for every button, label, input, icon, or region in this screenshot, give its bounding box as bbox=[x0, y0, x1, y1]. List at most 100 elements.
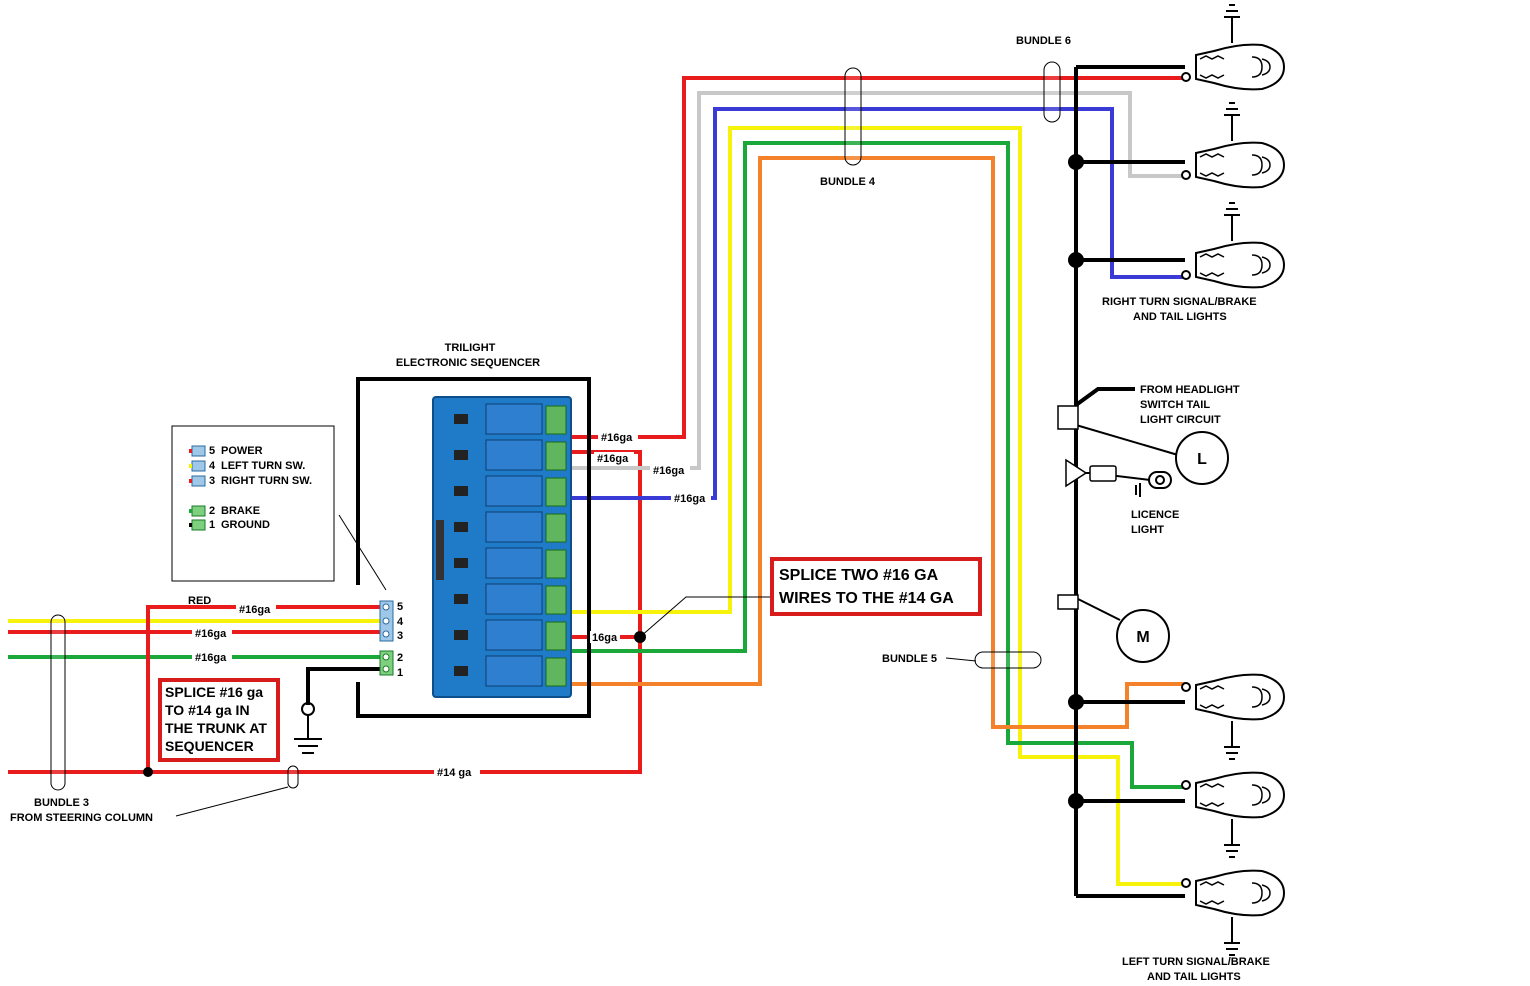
bus-dot-l2 bbox=[1068, 793, 1084, 809]
label-licence-1: LICENCE bbox=[1131, 509, 1179, 521]
tail-light-bulb bbox=[1181, 771, 1286, 858]
relay-module bbox=[485, 583, 543, 615]
header-pins bbox=[436, 520, 444, 580]
splice-dot-steering bbox=[143, 767, 153, 777]
tail-light-bulb bbox=[1181, 673, 1286, 760]
callout-leader-splice-two bbox=[639, 596, 770, 638]
callout-splice-two-line1: SPLICE TWO #16 GA bbox=[779, 567, 939, 584]
lamp-m: M bbox=[1116, 609, 1170, 663]
bus-dot-r2 bbox=[1068, 154, 1084, 170]
wire-label-16ga-splice: 16ga bbox=[592, 632, 618, 644]
relay-output-terminal bbox=[545, 621, 567, 651]
lamp-l: L bbox=[1175, 431, 1229, 485]
wire-green-out bbox=[566, 141, 1185, 789]
legend-item-4: 4 LEFT TURN SW. bbox=[189, 460, 305, 472]
bundle-3-leader bbox=[175, 786, 289, 817]
wire-label-16ga-power: #16ga bbox=[239, 604, 271, 616]
callout-splice-16-line3: THE TRUNK AT bbox=[165, 720, 267, 736]
wire-red-out-top bbox=[566, 76, 1185, 439]
optocoupler-chip bbox=[454, 666, 468, 676]
wire-lamp-m bbox=[1075, 597, 1121, 621]
licence-light-bulb bbox=[1135, 471, 1172, 497]
callout-splice-16-line4: SEQUENCER bbox=[165, 738, 254, 754]
sequencer: TRILIGHT ELECTRONIC SEQUENCER 5 4 3 2 1 bbox=[356, 342, 591, 718]
relay-modules bbox=[436, 403, 567, 687]
relay-module bbox=[485, 547, 543, 579]
bundle-4-oval bbox=[844, 67, 862, 166]
wire-yellow-out bbox=[566, 126, 1188, 886]
wire-ground bbox=[306, 667, 380, 705]
relay-module bbox=[485, 511, 543, 543]
legend-num-2: 2 bbox=[209, 505, 215, 517]
optocoupler-chip bbox=[454, 414, 468, 424]
relay-output-terminal bbox=[545, 477, 567, 507]
legend-item-1: 1 GROUND bbox=[189, 519, 270, 531]
label-from-steering: FROM STEERING COLUMN bbox=[10, 812, 153, 824]
optocoupler-chip bbox=[454, 630, 468, 640]
legend-text-brake: BRAKE bbox=[221, 505, 260, 517]
bundle-3-oval bbox=[50, 614, 66, 791]
legend-text-ground: GROUND bbox=[221, 519, 270, 531]
relay-output-terminal bbox=[545, 513, 567, 543]
tail-light-bulbs bbox=[1181, 4, 1286, 956]
label-bundle-6: BUNDLE 6 bbox=[1016, 35, 1071, 47]
label-bundle-3: BUNDLE 3 bbox=[34, 797, 89, 809]
wire-red-power bbox=[146, 605, 380, 772]
label-bundle-4: BUNDLE 4 bbox=[820, 176, 876, 188]
sequencer-enclosure bbox=[356, 377, 591, 718]
legend-leader bbox=[338, 514, 387, 591]
legend-num-3: 3 bbox=[209, 475, 215, 487]
relay-module bbox=[485, 619, 543, 651]
label-licence-2: LIGHT bbox=[1131, 524, 1164, 536]
label-bundle-5: BUNDLE 5 bbox=[882, 653, 937, 665]
wire-gray-out bbox=[566, 91, 1185, 470]
bundle-3-tie bbox=[287, 765, 299, 789]
wire-label-16ga-out-2: #16ga bbox=[597, 453, 629, 465]
wire-headlight bbox=[1074, 387, 1135, 407]
callout-splice-16-line2: TO #14 ga IN bbox=[165, 702, 250, 718]
callout-splice-16-line1: SPLICE #16 ga bbox=[165, 684, 263, 700]
connectors bbox=[1057, 405, 1117, 610]
wire-label-16ga-blue: #16ga bbox=[674, 493, 706, 505]
relay-output-terminal bbox=[545, 549, 567, 579]
relay-output-terminal bbox=[545, 657, 567, 687]
ground-symbol bbox=[294, 702, 322, 754]
optocoupler-chip bbox=[454, 450, 468, 460]
bundle-5-leader bbox=[945, 657, 977, 662]
label-right-lights-1: RIGHT TURN SIGNAL/BRAKE bbox=[1102, 296, 1257, 308]
legend-item-5: 5 POWER bbox=[189, 445, 263, 457]
wire-labels: RED #16ga #16ga #16ga #14 ga #16ga #16ga… bbox=[188, 431, 711, 779]
relay-module bbox=[485, 655, 543, 687]
lamp-l-label: L bbox=[1197, 451, 1207, 468]
callout-splice-two-line2: WIRES TO THE #14 GA bbox=[779, 590, 954, 607]
label-left-lights-1: LEFT TURN SIGNAL/BRAKE bbox=[1122, 956, 1270, 968]
wire-lamp-l bbox=[1075, 424, 1179, 456]
tail-light-bulb bbox=[1181, 102, 1286, 189]
label-left-lights-2: AND TAIL LIGHTS bbox=[1147, 971, 1241, 983]
wire-label-16ga-out-1: #16ga bbox=[601, 432, 633, 444]
input-terminals: 5 4 3 2 1 bbox=[379, 600, 404, 679]
terminal-1: 1 bbox=[397, 667, 403, 679]
optocoupler-chip bbox=[454, 522, 468, 532]
label-headlight-1: FROM HEADLIGHT bbox=[1140, 384, 1240, 396]
relay-output-terminal bbox=[545, 405, 567, 435]
connector-licence bbox=[1089, 465, 1117, 482]
legend-num-1: 1 bbox=[209, 519, 215, 531]
terminal-4: 4 bbox=[397, 616, 404, 628]
lamp-m-label: M bbox=[1136, 629, 1149, 646]
tail-light-bulb bbox=[1181, 869, 1286, 956]
wire-label-16ga-gray: #16ga bbox=[653, 465, 685, 477]
relay-module bbox=[485, 439, 543, 471]
bundle-5-oval bbox=[974, 651, 1042, 669]
label-headlight-2: SWITCH TAIL bbox=[1140, 399, 1210, 411]
legend-item-3: 3 RIGHT TURN SW. bbox=[189, 475, 312, 487]
terminal-5: 5 bbox=[397, 601, 403, 613]
tail-light-bulb bbox=[1181, 4, 1286, 91]
legend-item-2: 2 BRAKE bbox=[189, 505, 260, 517]
wire-label-16ga-brake: #16ga bbox=[195, 652, 227, 664]
relay-module bbox=[485, 403, 543, 435]
tail-light-bulb bbox=[1181, 202, 1286, 289]
connector-m bbox=[1057, 594, 1079, 610]
legend-text-power: POWER bbox=[221, 445, 263, 457]
